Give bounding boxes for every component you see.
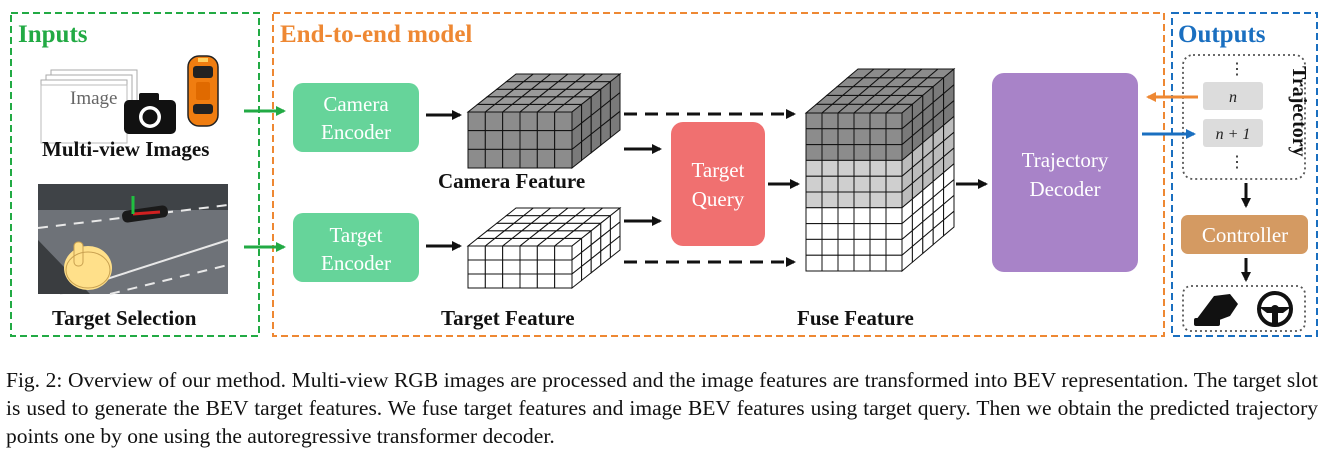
trajectory-vertical-label: Trajectory (1288, 66, 1310, 157)
controller-label: Controller (1202, 223, 1288, 247)
camera-encoder-block: Camera Encoder (293, 83, 419, 152)
target-query-block: Target Query (671, 122, 765, 246)
controller-block: Controller (1181, 215, 1308, 254)
model-title: End-to-end model (280, 21, 472, 48)
target-encoder-line1: Target (330, 223, 383, 247)
inputs-frame (10, 12, 260, 337)
outputs-title: Outputs (1178, 21, 1266, 48)
fuse-feature-label: Fuse Feature (797, 306, 914, 330)
target-selection-image (37, 184, 229, 295)
trajectory-decoder-line1: Trajectory (1022, 148, 1109, 172)
target-query-line1: Target (692, 158, 745, 182)
target-encoder-line2: Encoder (321, 251, 391, 275)
multiview-images-label: Multi-view Images (42, 137, 209, 161)
target-feature-label: Target Feature (441, 306, 575, 330)
token-n-plus-1-label: n + 1 (1216, 126, 1251, 143)
inputs-title: Inputs (18, 21, 88, 48)
camera-feature-label: Camera Feature (438, 169, 585, 193)
steering-wheel-icon (1257, 291, 1293, 327)
pedal-icon (1194, 294, 1238, 326)
target-query-line2: Query (692, 187, 745, 211)
target-selection-label: Target Selection (52, 306, 197, 330)
token-n-plus-1 (1203, 119, 1263, 147)
target-encoder-block: Target Encoder (293, 213, 419, 282)
figure-caption: Fig. 2: Overview of our method. Multi-vi… (6, 368, 1318, 448)
trajectory-decoder-block: Trajectory Decoder (992, 73, 1138, 272)
image-card-label: Image (70, 88, 117, 109)
camera-encoder-line2: Encoder (321, 120, 391, 144)
outputs-frame (1171, 12, 1318, 337)
camera-encoder-line1: Camera (323, 92, 389, 116)
model-frame (272, 12, 1165, 337)
camera-feature-cube (466, 72, 622, 170)
target-feature-cube (466, 206, 622, 290)
dots-top: ⋮ (1229, 61, 1245, 78)
fuse-feature-cube (804, 67, 956, 273)
token-n (1203, 82, 1263, 110)
dots-bottom: ⋮ (1229, 154, 1245, 171)
trajectory-token-box (1182, 54, 1306, 180)
trajectory-decoder-line2: Decoder (1029, 177, 1100, 201)
token-n-label: n (1229, 89, 1237, 106)
image-stack-icon: Image (40, 69, 138, 144)
car-top-view-icon (187, 55, 219, 127)
camera-icon (124, 93, 176, 134)
